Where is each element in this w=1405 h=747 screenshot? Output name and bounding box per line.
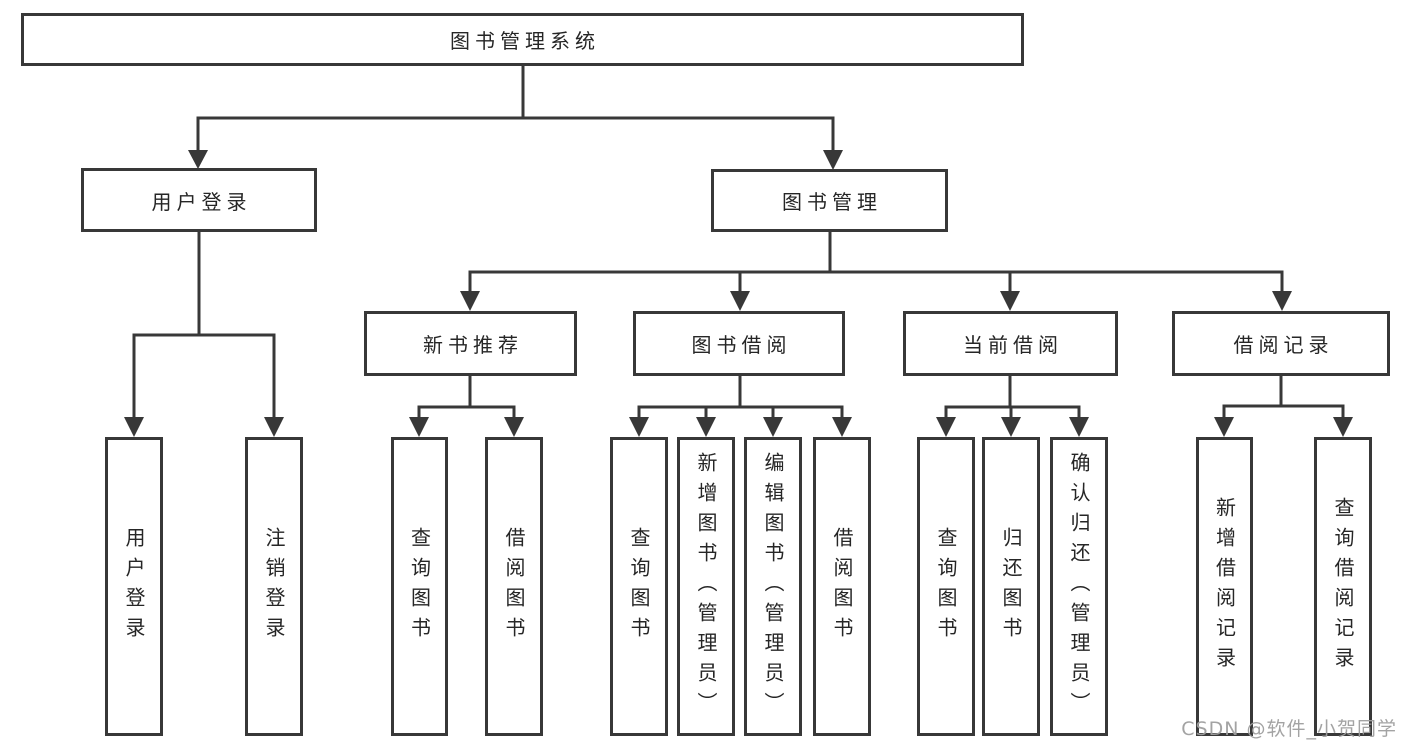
arrow-down-icon xyxy=(1333,417,1353,437)
node-label: 图书借阅 xyxy=(691,333,792,357)
node-new-book-recommend: 新书推荐 xyxy=(364,311,577,376)
connector xyxy=(132,333,276,419)
arrow-down-icon xyxy=(1214,417,1234,437)
leaf-user-login: 用户登录 xyxy=(105,437,163,736)
arrow-down-icon xyxy=(460,291,480,311)
node-label: 借阅图书 xyxy=(502,526,526,647)
connector xyxy=(417,405,516,419)
node-label: 新书推荐 xyxy=(423,333,523,357)
node-user-login-branch: 用户登录 xyxy=(81,168,317,232)
leaf-borrow-books: 借阅图书 xyxy=(813,437,871,736)
arrow-down-icon xyxy=(409,417,429,437)
arrow-down-icon xyxy=(1069,417,1089,437)
arrow-down-icon xyxy=(1272,291,1292,311)
leaf-borrow-books-recommend: 借阅图书 xyxy=(485,437,543,736)
node-label: 图书管理系统 xyxy=(450,29,600,53)
leaf-edit-books-admin: 编辑图书（管理员） xyxy=(744,437,802,736)
arrow-down-icon xyxy=(1001,417,1021,437)
arrow-down-icon xyxy=(696,417,716,437)
node-book-management-branch: 图书管理 xyxy=(711,169,948,232)
arrow-down-icon xyxy=(504,417,524,437)
node-label: 图书管理 xyxy=(782,190,882,214)
leaf-query-borrow-record: 查询借阅记录 xyxy=(1314,437,1372,736)
node-label: 编辑图书（管理员） xyxy=(761,451,785,722)
node-label: 用户登录 xyxy=(122,526,146,647)
leaf-logout: 注销登录 xyxy=(245,437,303,736)
arrow-down-icon xyxy=(629,417,649,437)
node-label: 新增借阅记录 xyxy=(1212,496,1237,677)
arrow-down-icon xyxy=(823,150,843,170)
arrow-down-icon xyxy=(832,417,852,437)
node-label: 查询图书 xyxy=(627,526,651,647)
arrow-down-icon xyxy=(730,291,750,311)
connector-paths xyxy=(132,66,1345,419)
node-label: 新增图书（管理员） xyxy=(694,451,718,722)
node-label: 注销登录 xyxy=(262,526,286,647)
node-label: 用户登录 xyxy=(151,189,252,214)
node-label: 查询借阅记录 xyxy=(1331,496,1355,677)
leaf-return-books: 归还图书 xyxy=(982,437,1040,736)
watermark: CSDN @软件_小贺同学 xyxy=(1181,718,1397,740)
node-borrow-records: 借阅记录 xyxy=(1172,311,1390,376)
arrow-down-icon xyxy=(763,417,783,437)
leaf-add-borrow-record: 新增借阅记录 xyxy=(1196,437,1253,736)
arrow-down-icon xyxy=(264,417,284,437)
node-book-borrow: 图书借阅 xyxy=(633,311,845,376)
node-root-system: 图书管理系统 xyxy=(21,13,1024,66)
node-current-borrow: 当前借阅 xyxy=(903,311,1118,376)
arrow-down-icon xyxy=(936,417,956,437)
connector xyxy=(637,405,844,419)
leaf-query-books-borrow: 查询图书 xyxy=(610,437,668,736)
arrow-down-icon xyxy=(124,417,144,437)
arrow-down-icon xyxy=(1000,291,1020,311)
connector xyxy=(1222,404,1345,419)
arrow-down-icon xyxy=(188,150,208,169)
arrowheads xyxy=(124,150,1353,437)
connector xyxy=(196,116,835,151)
node-label: 查询图书 xyxy=(407,526,432,647)
leaf-confirm-return-admin: 确认归还（管理员） xyxy=(1050,437,1108,736)
node-label: 借阅图书 xyxy=(830,526,854,647)
leaf-query-books-current: 查询图书 xyxy=(917,437,975,736)
node-label: 当前借阅 xyxy=(963,333,1063,357)
node-label: 查询图书 xyxy=(934,526,958,647)
leaf-add-books-admin: 新增图书（管理员） xyxy=(677,437,735,736)
node-label: 归还图书 xyxy=(999,526,1023,647)
node-label: 借阅记录 xyxy=(1233,333,1334,357)
connector xyxy=(468,270,1284,293)
node-label: 确认归还（管理员） xyxy=(1067,451,1091,722)
leaf-query-books-recommend: 查询图书 xyxy=(391,437,448,736)
